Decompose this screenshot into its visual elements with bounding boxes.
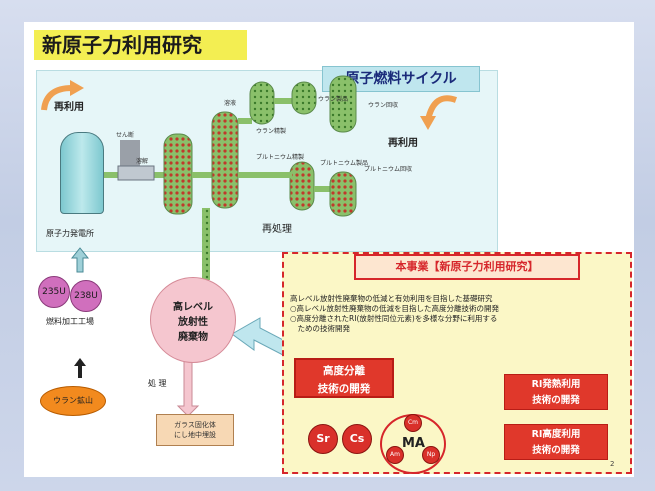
uranium-mine: ウラン鉱山	[40, 386, 106, 416]
cs-element: Cs	[342, 424, 372, 454]
reuse-label-left: 再利用	[54, 102, 84, 113]
reprocessing-label: 再処理	[262, 224, 292, 235]
process-label: プルトニウム回収	[364, 166, 413, 173]
recycle-arrow-right	[425, 95, 458, 121]
page-number: 2	[610, 460, 615, 468]
process-label: プルトニウム精製	[256, 154, 305, 161]
high-level-waste-circle: 高レベル 放射性 廃棄物	[150, 277, 236, 363]
project-line: ための技術開発	[290, 324, 350, 333]
disposal-label: 処 理	[148, 379, 167, 388]
project-line: ○高度分離されたRI(放射性同位元素)を多様な分野に利用する	[290, 314, 498, 323]
hlw-line: 高レベル	[173, 301, 213, 313]
ri-heat-line: 技術の開発	[532, 395, 580, 406]
u235-bubble: 235U	[38, 276, 70, 308]
recycle-arrow-left	[41, 85, 73, 111]
project-line: ○高レベル放射性廃棄物の低減を目指した高度分離技術の開発	[290, 304, 500, 313]
cm-element: Cm	[404, 414, 422, 432]
reactor-vessel	[60, 132, 104, 214]
ri-advanced-line: 技術の開発	[532, 445, 580, 456]
process-label: せん断	[116, 132, 135, 139]
glass-storage-line: にし地中埋設	[174, 431, 216, 439]
project-header: 本事業【新原子力利用研究】	[354, 254, 580, 280]
process-label: ウラン製品	[318, 96, 349, 103]
reuse-label-right: 再利用	[388, 138, 418, 149]
project-line: 高レベル放射性廃棄物の低減と有効利用を目指した基礎研究	[290, 294, 493, 303]
u238-bubble: 238U	[70, 280, 102, 312]
sr-element: Sr	[308, 424, 338, 454]
process-label: 溶液	[224, 100, 237, 107]
glass-storage-line: ガラス固化体	[174, 421, 216, 429]
ma-label: MA	[402, 436, 425, 451]
process-label: ウラン精製	[256, 128, 287, 135]
project-description: 高レベル放射性廃棄物の低減と有効利用を目指した基礎研究 ○高レベル放射性廃棄物の…	[290, 294, 620, 334]
glass-storage-box: ガラス固化体 にし地中埋設	[156, 414, 234, 446]
ri-advanced-line: RI高度利用	[531, 429, 581, 440]
np-element: Np	[422, 446, 440, 464]
reactor-label: 原子力発電所	[46, 229, 94, 238]
hlw-line: 廃棄物	[178, 331, 208, 343]
separation-line: 技術の開発	[317, 383, 371, 395]
am-element: Am	[386, 446, 404, 464]
ri-advanced-box: RI高度利用 技術の開発	[504, 424, 608, 460]
separation-tech-box: 高度分離 技術の開発	[294, 358, 394, 398]
ri-heat-box: RI発熱利用 技術の開発	[504, 374, 608, 410]
slide: 新原子力利用研究 原子燃料サイクル	[24, 22, 634, 477]
process-label: プルトニウム製品	[320, 160, 369, 167]
process-label: 溶解	[136, 158, 149, 165]
process-label: ウラン回収	[368, 102, 399, 109]
ri-heat-line: RI発熱利用	[531, 379, 581, 390]
separation-line: 高度分離	[323, 365, 365, 377]
slide-title: 新原子力利用研究	[34, 30, 247, 60]
hlw-line: 放射性	[178, 316, 208, 328]
fuel-fabrication-label: 燃料加工工場	[46, 317, 94, 326]
